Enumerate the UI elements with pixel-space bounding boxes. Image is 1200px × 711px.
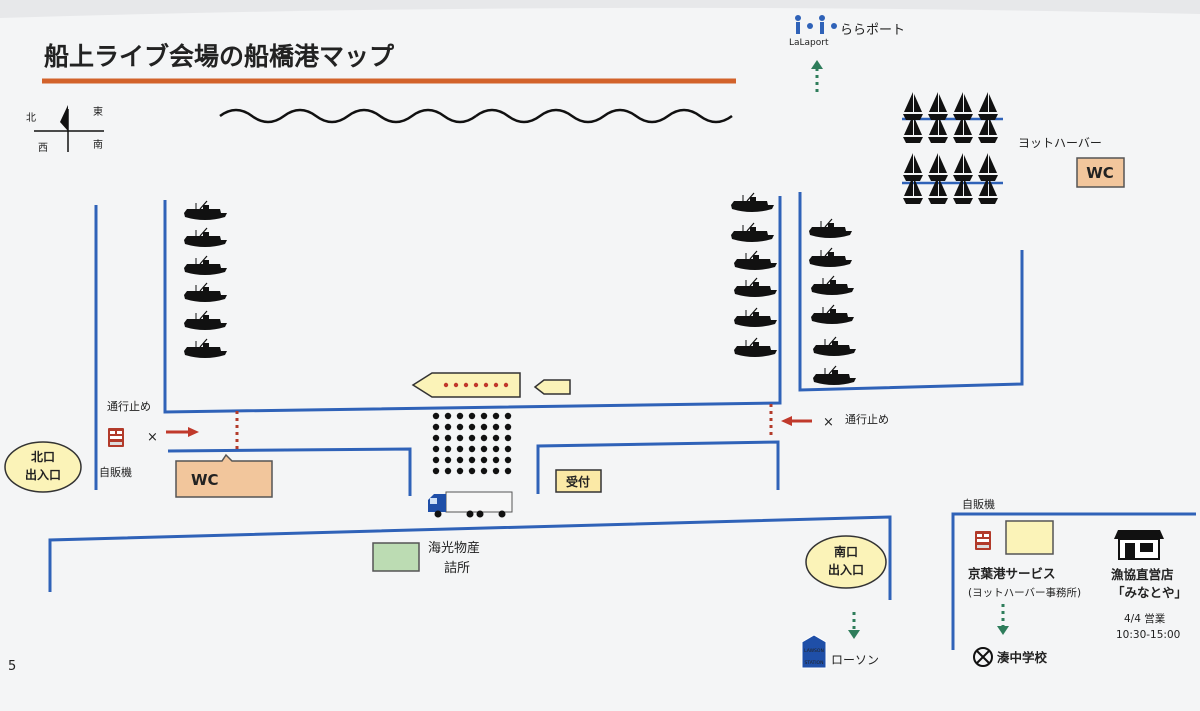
legend-vending-label: 自販機	[962, 497, 995, 511]
paper-sheet	[0, 7, 1200, 711]
lalaport-label: ららポート	[840, 23, 905, 38]
road-closed-east: 通行止め	[845, 413, 889, 426]
shop-label-line2: 「みなとや」	[1112, 585, 1187, 600]
wc-yacht-box	[1076, 157, 1125, 188]
live-boat	[411, 372, 571, 398]
lawson-label: ローソン	[831, 653, 879, 667]
lalaport-logo-text: LaLaport	[789, 38, 829, 48]
north-entrance-line2: 出入口	[25, 467, 61, 482]
vending-machine-icon	[108, 428, 124, 447]
wave-line-right	[475, 108, 733, 124]
kaiko-box	[372, 542, 420, 572]
road-closed-west: 通行止め	[107, 400, 151, 413]
quay-roads	[48, 192, 1024, 600]
lawson-icon: LAWSON STATION	[801, 634, 827, 669]
compass-east: 東	[93, 105, 103, 118]
south-entrance	[805, 535, 887, 589]
arrow-down-icon	[997, 626, 1009, 635]
lawson-logo-line1: LAWSON	[804, 648, 824, 654]
north-entrance	[4, 441, 82, 493]
cross-west: ×	[147, 430, 158, 445]
shop-icon	[1114, 530, 1164, 560]
keiyo-box	[1005, 520, 1054, 555]
compass-south: 南	[93, 138, 103, 151]
kaiko-label-line2: 詰所	[444, 560, 470, 576]
reception-label: 受付	[566, 474, 590, 489]
hours-line2: 10:30-15:00	[1116, 629, 1180, 641]
page-number: 5	[8, 659, 16, 674]
wave-line-left	[219, 108, 477, 124]
wc-main-label: WC	[191, 471, 219, 489]
lalaport-logo: LaLaport	[789, 15, 837, 48]
school-label: 湊中学校	[997, 650, 1048, 665]
keiyo-label-line2: (ヨットハーバー事務所)	[968, 586, 1081, 599]
lawson-logo-line2: STATION	[805, 660, 824, 666]
truck-icon	[428, 491, 513, 518]
arrow-down-icon	[848, 630, 860, 639]
keiyo-label-line1: 京葉港サービス	[968, 566, 1056, 581]
reception-box	[555, 469, 602, 493]
shop-label-line1: 漁協直営店	[1111, 567, 1174, 582]
compass-west: 西	[38, 143, 48, 154]
hours-line1: 4/4 営業	[1124, 612, 1166, 625]
compass-north: 北	[26, 112, 36, 124]
yacht-harbor	[902, 92, 1003, 204]
wc-yacht-label: WC	[1086, 164, 1114, 182]
legend: 自販機 京葉港サービス (ヨットハーバー事務所) 湊中学校 漁協直営店 「みなと…	[951, 497, 1196, 667]
wc-main-box	[175, 453, 273, 498]
cross-east: ×	[823, 415, 834, 430]
map-title: 船上ライブ会場の船橋港マップ	[44, 42, 395, 71]
south-entrance-line2: 出入口	[828, 562, 864, 577]
north-entrance-line1: 北口	[31, 449, 55, 464]
vending-west-label: 自販機	[99, 465, 132, 479]
kaiko-label-line1: 海光物産	[428, 540, 480, 556]
arrow-up-icon	[811, 60, 823, 69]
compass-icon: 北 東 西 南	[26, 105, 104, 154]
school-icon	[973, 647, 993, 667]
south-entrance-line1: 南口	[834, 544, 858, 559]
yacht-harbor-label: ヨットハーバー	[1018, 136, 1102, 150]
audience-seating	[432, 412, 512, 475]
